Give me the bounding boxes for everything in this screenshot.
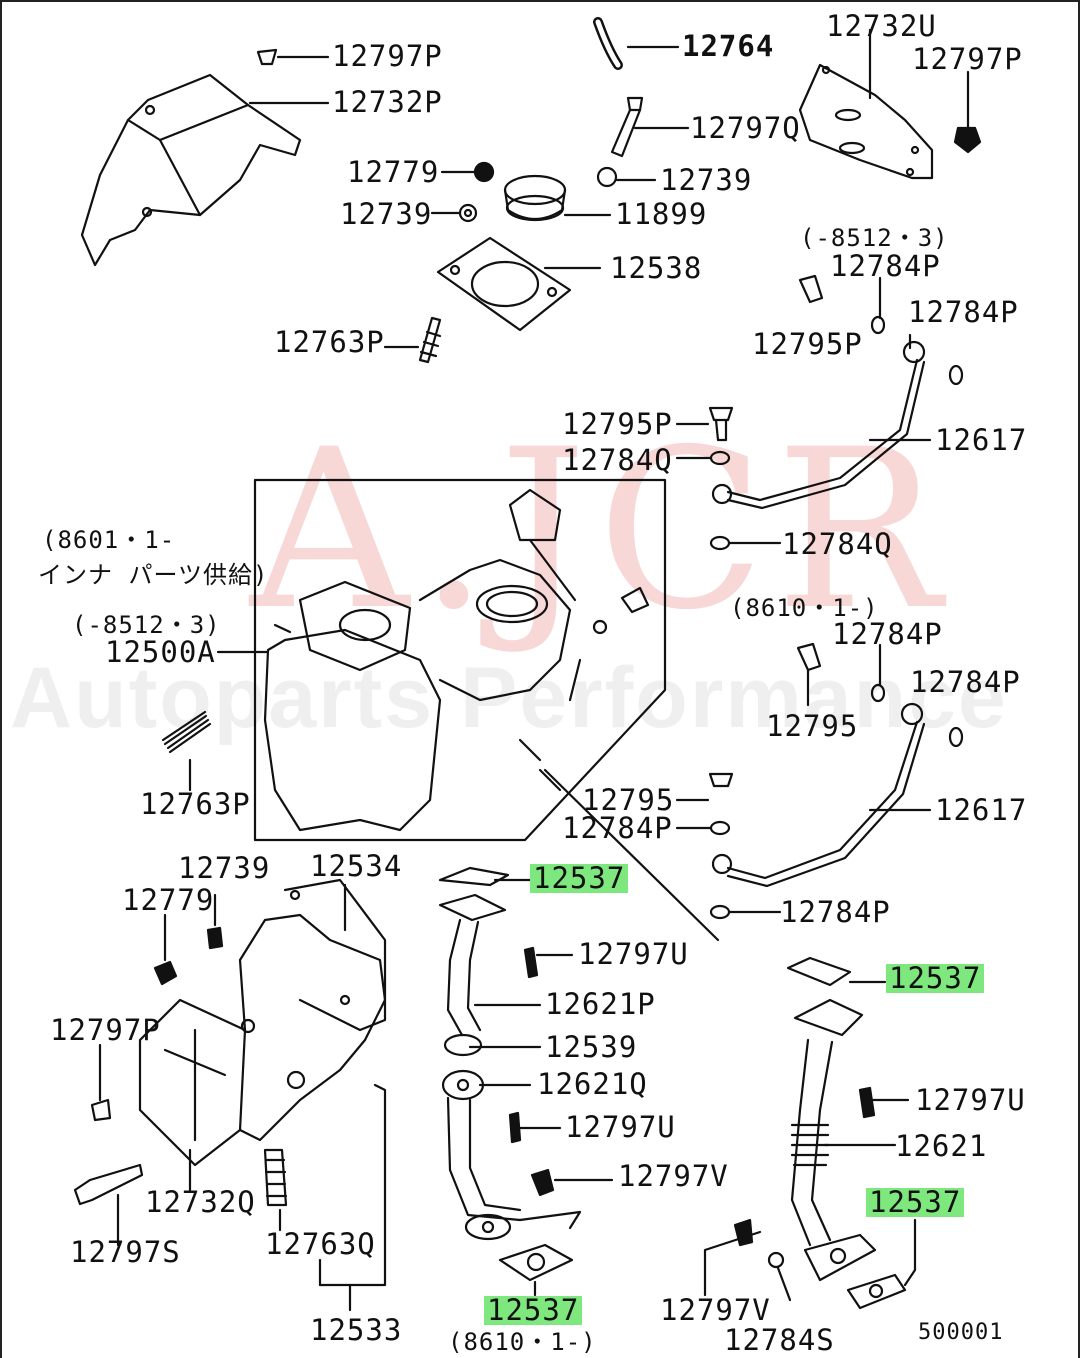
label-12617-lower: 12617 (935, 793, 1028, 827)
bolt-12797S (73, 1163, 144, 1206)
label-12797S: 12797S (70, 1235, 181, 1269)
label-12784P-c: 12784P (832, 617, 943, 651)
label-12763Q: 12763Q (265, 1227, 376, 1261)
label-12621P: 12621P (545, 987, 656, 1021)
nut-12779 (153, 960, 178, 986)
label-12784P-a: 12784P (830, 249, 941, 283)
label-12784P-d: 12784P (910, 665, 1021, 699)
top-middle-parts (418, 161, 572, 364)
label-12764: 12764 (682, 29, 775, 63)
label-12795P-b: 12795P (562, 407, 673, 441)
oil-line-12617-lower (543, 642, 964, 942)
turbo-assembly-box (253, 478, 667, 842)
label-12534: 12534 (310, 849, 403, 883)
note-8512-left: (-8512・3) (72, 611, 221, 639)
bracket-12732U (798, 63, 934, 180)
stud-12763P (161, 710, 212, 754)
watermark-logo: A.JCR (250, 402, 951, 658)
label-12797V-a: 12797V (618, 1159, 729, 1193)
oil-pipe-12621 (733, 956, 907, 1310)
label-12539: 12539 (545, 1030, 638, 1064)
label-12797P-lower: 12797P (50, 1013, 161, 1047)
label-12617-upper: 12617 (935, 423, 1028, 457)
label-12797Q: 12797Q (690, 111, 801, 145)
label-12797U-c: 12797U (915, 1083, 1026, 1117)
leader-lines (98, 28, 970, 1312)
note-8512-right: (-8512・3) (800, 224, 949, 252)
bolt-12797P (90, 1098, 112, 1122)
note-8610-right: (8610・1-) (730, 594, 879, 622)
label-12500A: 12500A (105, 635, 216, 669)
label-12533: 12533 (310, 1313, 403, 1347)
label-12795P-a: 12795P (752, 327, 863, 361)
oil-pipe-12621P (438, 866, 574, 1282)
label-12621: 12621 (895, 1129, 988, 1163)
label-12732Q: 12732Q (145, 1185, 256, 1219)
stud-12763Q (263, 1148, 288, 1207)
label-12784Q-a: 12784Q (562, 443, 673, 477)
label-12739-mid: 12739 (660, 163, 753, 197)
nut-12797P-b (953, 126, 982, 154)
label-12784P-f: 12784P (780, 895, 891, 929)
label-12537-d-highlighted: 12537 (484, 1296, 583, 1325)
nut-12797P (256, 48, 278, 66)
note-inner-parts: インナ パーツ供給) (38, 561, 269, 589)
label-12621Q: 12621Q (537, 1067, 648, 1101)
label-12732U: 12732U (826, 9, 937, 43)
label-12763P-top: 12763P (274, 325, 385, 359)
label-12537-c-highlighted: 12537 (866, 1188, 965, 1217)
label-12732P: 12732P (332, 85, 443, 119)
note-8610-bottom: (8610・1-) (448, 1328, 597, 1356)
label-12537-a-highlighted: 12537 (530, 864, 629, 893)
label-12739-lower: 12739 (178, 851, 271, 885)
label-12784P-b: 12784P (908, 295, 1019, 329)
label-12797V-b: 12797V (660, 1293, 771, 1327)
label-12797P-right: 12797P (912, 42, 1023, 76)
label-12779-lower: 12779 (122, 883, 215, 917)
label-12537-b-highlighted: 12537 (886, 964, 985, 993)
label-12795-a: 12795 (766, 709, 859, 743)
label-12538: 12538 (610, 251, 703, 285)
diagram-code: 500001 (918, 1320, 1004, 1345)
nut-12739 (206, 926, 224, 950)
label-11899: 11899 (615, 197, 708, 231)
watermark-text: Autoparts Performance (10, 650, 1008, 746)
hose-12764 (593, 17, 644, 188)
label-12797P-top: 12797P (332, 39, 443, 73)
label-12797U-a: 12797U (578, 937, 689, 971)
label-12784S: 12784S (724, 1323, 835, 1357)
oil-line-12617-upper (708, 274, 964, 551)
label-12779-top: 12779 (347, 155, 440, 189)
label-12784Q-b: 12784Q (782, 527, 893, 561)
label-12784P-e: 12784P (562, 811, 673, 845)
label-12795-b: 12795 (582, 783, 675, 817)
exhaust-housing-12533 (138, 878, 387, 1167)
label-12797U-b: 12797U (565, 1110, 676, 1144)
note-8601: (8601・1- (42, 526, 176, 554)
label-12763P-mid: 12763P (140, 787, 251, 821)
heat-shield-12732P (80, 73, 302, 267)
label-12739-left: 12739 (340, 197, 433, 231)
